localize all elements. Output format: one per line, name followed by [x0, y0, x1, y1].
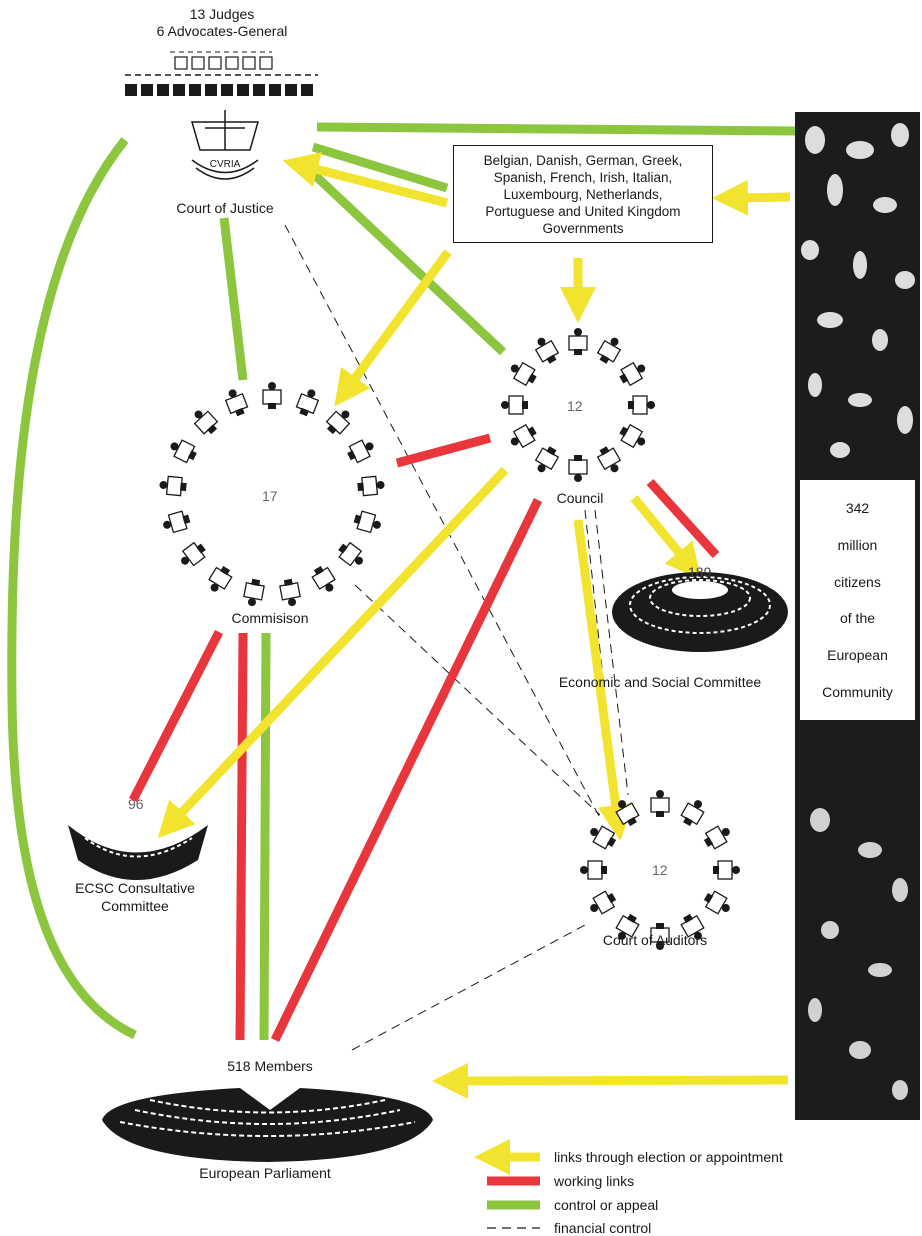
commission-seat — [279, 578, 302, 608]
auditors-seat — [679, 796, 708, 828]
commission-label: Commisison — [200, 610, 340, 626]
auditors-seat — [701, 889, 733, 918]
citizens-line-1: 342 — [846, 500, 869, 516]
auditors-label: Court of Auditors — [580, 932, 730, 948]
citizens-box: 342 million citizens of the European Com… — [800, 480, 915, 720]
ecsc-label-line-2: Committee — [50, 898, 220, 914]
commission-seat — [205, 563, 235, 595]
legend-dashed-label: financial control — [554, 1220, 651, 1236]
court-of-justice-label: Court of Justice — [135, 200, 315, 216]
esc-hemicycle-icon — [612, 572, 788, 652]
council-member-count: 12 — [567, 398, 583, 414]
esc-member-count: 189 — [688, 564, 711, 580]
commission-seat — [167, 437, 199, 465]
commission-seat — [263, 382, 281, 409]
auditors-seat — [701, 822, 733, 851]
commission-seat — [357, 476, 386, 496]
council-seat — [501, 396, 528, 414]
commission-seat — [323, 405, 354, 437]
citizens-line-2: million — [838, 537, 878, 553]
council-seat — [617, 422, 649, 451]
auditors-seat — [651, 790, 669, 817]
commission-seat — [310, 563, 340, 595]
council-seat — [569, 328, 587, 355]
legend-red-label: working links — [554, 1173, 634, 1189]
legend-yellow-label: links through election or appointment — [554, 1149, 783, 1165]
parliament-label: European Parliament — [150, 1165, 380, 1181]
auditors-seat — [713, 861, 740, 879]
commission-seat — [223, 386, 250, 418]
commission-seat — [295, 386, 322, 418]
council-seat — [617, 359, 649, 388]
commission-seat — [335, 540, 367, 571]
auditors-seat — [580, 861, 607, 879]
commission-seat — [176, 540, 208, 571]
commission-member-count: 17 — [262, 488, 278, 504]
ecsc-label-line-1: ECSC Consultative — [50, 880, 220, 896]
auditors-member-count: 12 — [652, 862, 668, 878]
council-seat — [532, 444, 561, 476]
council-label: Council — [520, 490, 640, 506]
citizens-line-5: European — [827, 647, 888, 663]
council-seat — [569, 455, 587, 482]
cvria-text: CVRIA — [195, 159, 255, 170]
citizens-line-3: citizens — [834, 574, 881, 590]
governments-line-1: Belgian, Danish, German, Greek, — [484, 152, 683, 169]
commission-seat — [189, 405, 220, 437]
commission-seat — [161, 510, 192, 535]
advocates-count: 6 Advocates-General — [122, 23, 322, 39]
citizens-line-6: Community — [822, 684, 893, 700]
auditors-seat — [586, 889, 618, 918]
ecsc-member-count: 96 — [128, 796, 144, 812]
council-seat — [628, 396, 655, 414]
commission-seat — [352, 510, 383, 535]
governments-line-5: Governments — [542, 220, 623, 237]
legend-swatches — [487, 1157, 540, 1228]
court-benches — [125, 52, 318, 96]
council-seat — [595, 444, 624, 476]
parliament-member-count: 518 Members — [170, 1058, 370, 1074]
governments-box: Belgian, Danish, German, Greek, Spanish,… — [453, 145, 713, 243]
governments-line-4: Portuguese and United Kingdom — [485, 203, 680, 220]
commission-seat — [242, 578, 265, 608]
ecsc-hemicycle-icon — [68, 825, 208, 880]
commission-seat — [345, 437, 377, 465]
governments-line-3: Luxembourg, Netherlands, — [503, 186, 662, 203]
council-seat — [595, 334, 624, 366]
citizens-photo-lower — [795, 720, 920, 1120]
auditors-seat — [586, 822, 618, 851]
council-seat — [507, 422, 539, 451]
governments-line-2: Spanish, French, Irish, Italian, — [494, 169, 673, 186]
esc-label: Economic and Social Committee — [530, 674, 790, 690]
council-seat — [507, 359, 539, 388]
citizens-line-4: of the — [840, 610, 875, 626]
council-seat — [532, 334, 561, 366]
legend-green-label: control or appeal — [554, 1197, 658, 1213]
commission-seat — [159, 476, 188, 496]
parliament-hemicycle-icon — [102, 1088, 433, 1162]
judges-count: 13 Judges — [122, 6, 322, 22]
working-links — [133, 438, 716, 1040]
